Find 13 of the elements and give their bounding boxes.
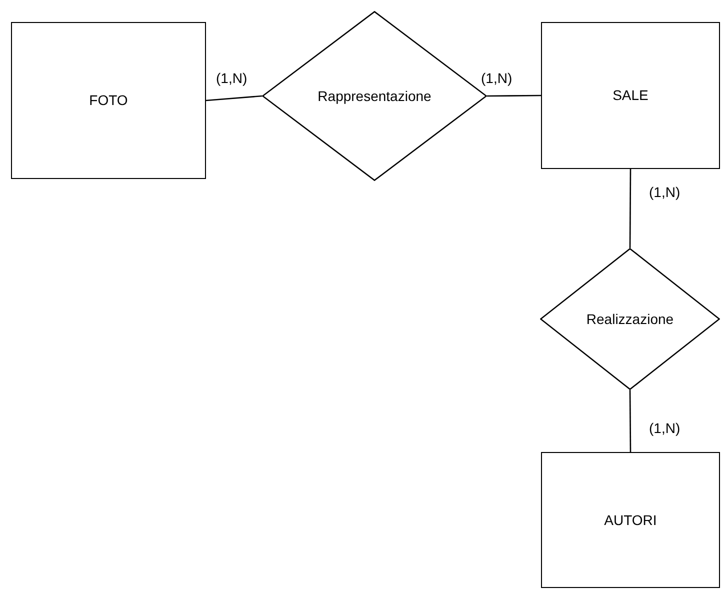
entity-box <box>541 22 720 169</box>
entity-name: SALE <box>612 86 648 105</box>
relationship-name: Rappresentazione <box>318 86 432 106</box>
connector-line <box>487 94 541 97</box>
entity-box <box>11 22 206 179</box>
relationship-name: Realizzazione <box>586 310 674 328</box>
connector-line <box>206 95 262 102</box>
connector-line <box>629 169 632 248</box>
entity-name: AUTORI <box>604 510 657 530</box>
connector-line <box>629 390 632 452</box>
relationship-diamond <box>540 248 720 390</box>
entity-name: FOTO <box>89 91 128 110</box>
entity-box <box>541 452 720 588</box>
